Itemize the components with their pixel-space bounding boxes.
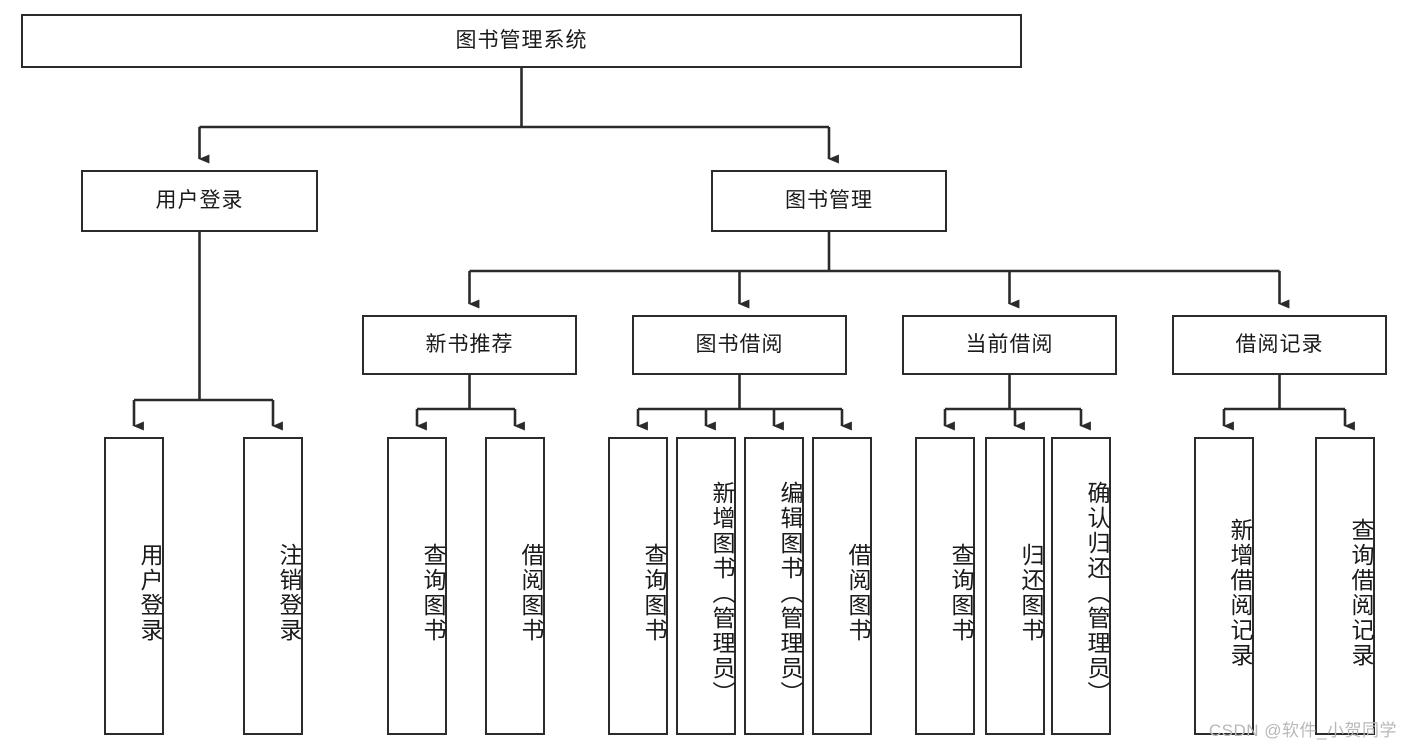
- node-book-borrow[interactable]: 图书借阅: [632, 315, 847, 375]
- node-leaf-add-record[interactable]: 新增借阅记录: [1194, 437, 1254, 735]
- node-label: 图书管理系统: [455, 28, 588, 52]
- node-label: 用户登录: [155, 188, 244, 212]
- node-leaf-return-book[interactable]: 归还图书: [985, 437, 1045, 735]
- node-label: 新增图书（管理员）: [709, 480, 735, 706]
- node-label: 查询图书: [948, 543, 974, 643]
- node-label: 新书推荐: [425, 332, 514, 356]
- node-label: 查询借阅记录: [1348, 518, 1374, 668]
- node-current-borrow[interactable]: 当前借阅: [902, 315, 1117, 375]
- node-leaf-confirm-return[interactable]: 确认归还（管理员）: [1051, 437, 1111, 735]
- node-new-book-recommend[interactable]: 新书推荐: [362, 315, 577, 375]
- node-label: 当前借阅: [965, 332, 1054, 356]
- node-leaf-query-book-1[interactable]: 查询图书: [387, 437, 447, 735]
- node-leaf-query-book-2[interactable]: 查询图书: [608, 437, 668, 735]
- node-book-manage[interactable]: 图书管理: [711, 170, 947, 232]
- node-root[interactable]: 图书管理系统: [21, 14, 1022, 68]
- node-label: 归还图书: [1018, 543, 1044, 643]
- node-label: 图书借阅: [695, 332, 784, 356]
- node-user-login[interactable]: 用户登录: [81, 170, 318, 232]
- node-leaf-borrow-book-2[interactable]: 借阅图书: [812, 437, 872, 735]
- node-label: 注销登录: [276, 543, 302, 643]
- node-label: 确认归还（管理员）: [1084, 480, 1110, 706]
- node-leaf-add-book[interactable]: 新增图书（管理员）: [676, 437, 736, 735]
- node-leaf-edit-book[interactable]: 编辑图书（管理员）: [744, 437, 804, 735]
- node-label: 图书管理: [785, 188, 873, 212]
- csdn-watermark: CSDN @软件_小贺同学: [1208, 721, 1397, 740]
- node-label: 用户登录: [137, 543, 163, 643]
- node-label: 借阅图书: [845, 543, 871, 643]
- node-leaf-query-record[interactable]: 查询借阅记录: [1315, 437, 1375, 735]
- node-borrow-record[interactable]: 借阅记录: [1172, 315, 1387, 375]
- node-label: 新增借阅记录: [1227, 518, 1253, 668]
- node-label: 编辑图书（管理员）: [777, 480, 803, 706]
- node-label: 借阅记录: [1235, 332, 1324, 356]
- node-label: 借阅图书: [518, 543, 544, 643]
- node-leaf-logout[interactable]: 注销登录: [243, 437, 303, 735]
- node-label: 查询图书: [641, 543, 667, 643]
- node-leaf-user-login[interactable]: 用户登录: [104, 437, 164, 735]
- node-leaf-borrow-book-1[interactable]: 借阅图书: [485, 437, 545, 735]
- node-leaf-query-book-3[interactable]: 查询图书: [915, 437, 975, 735]
- node-label: 查询图书: [420, 543, 446, 643]
